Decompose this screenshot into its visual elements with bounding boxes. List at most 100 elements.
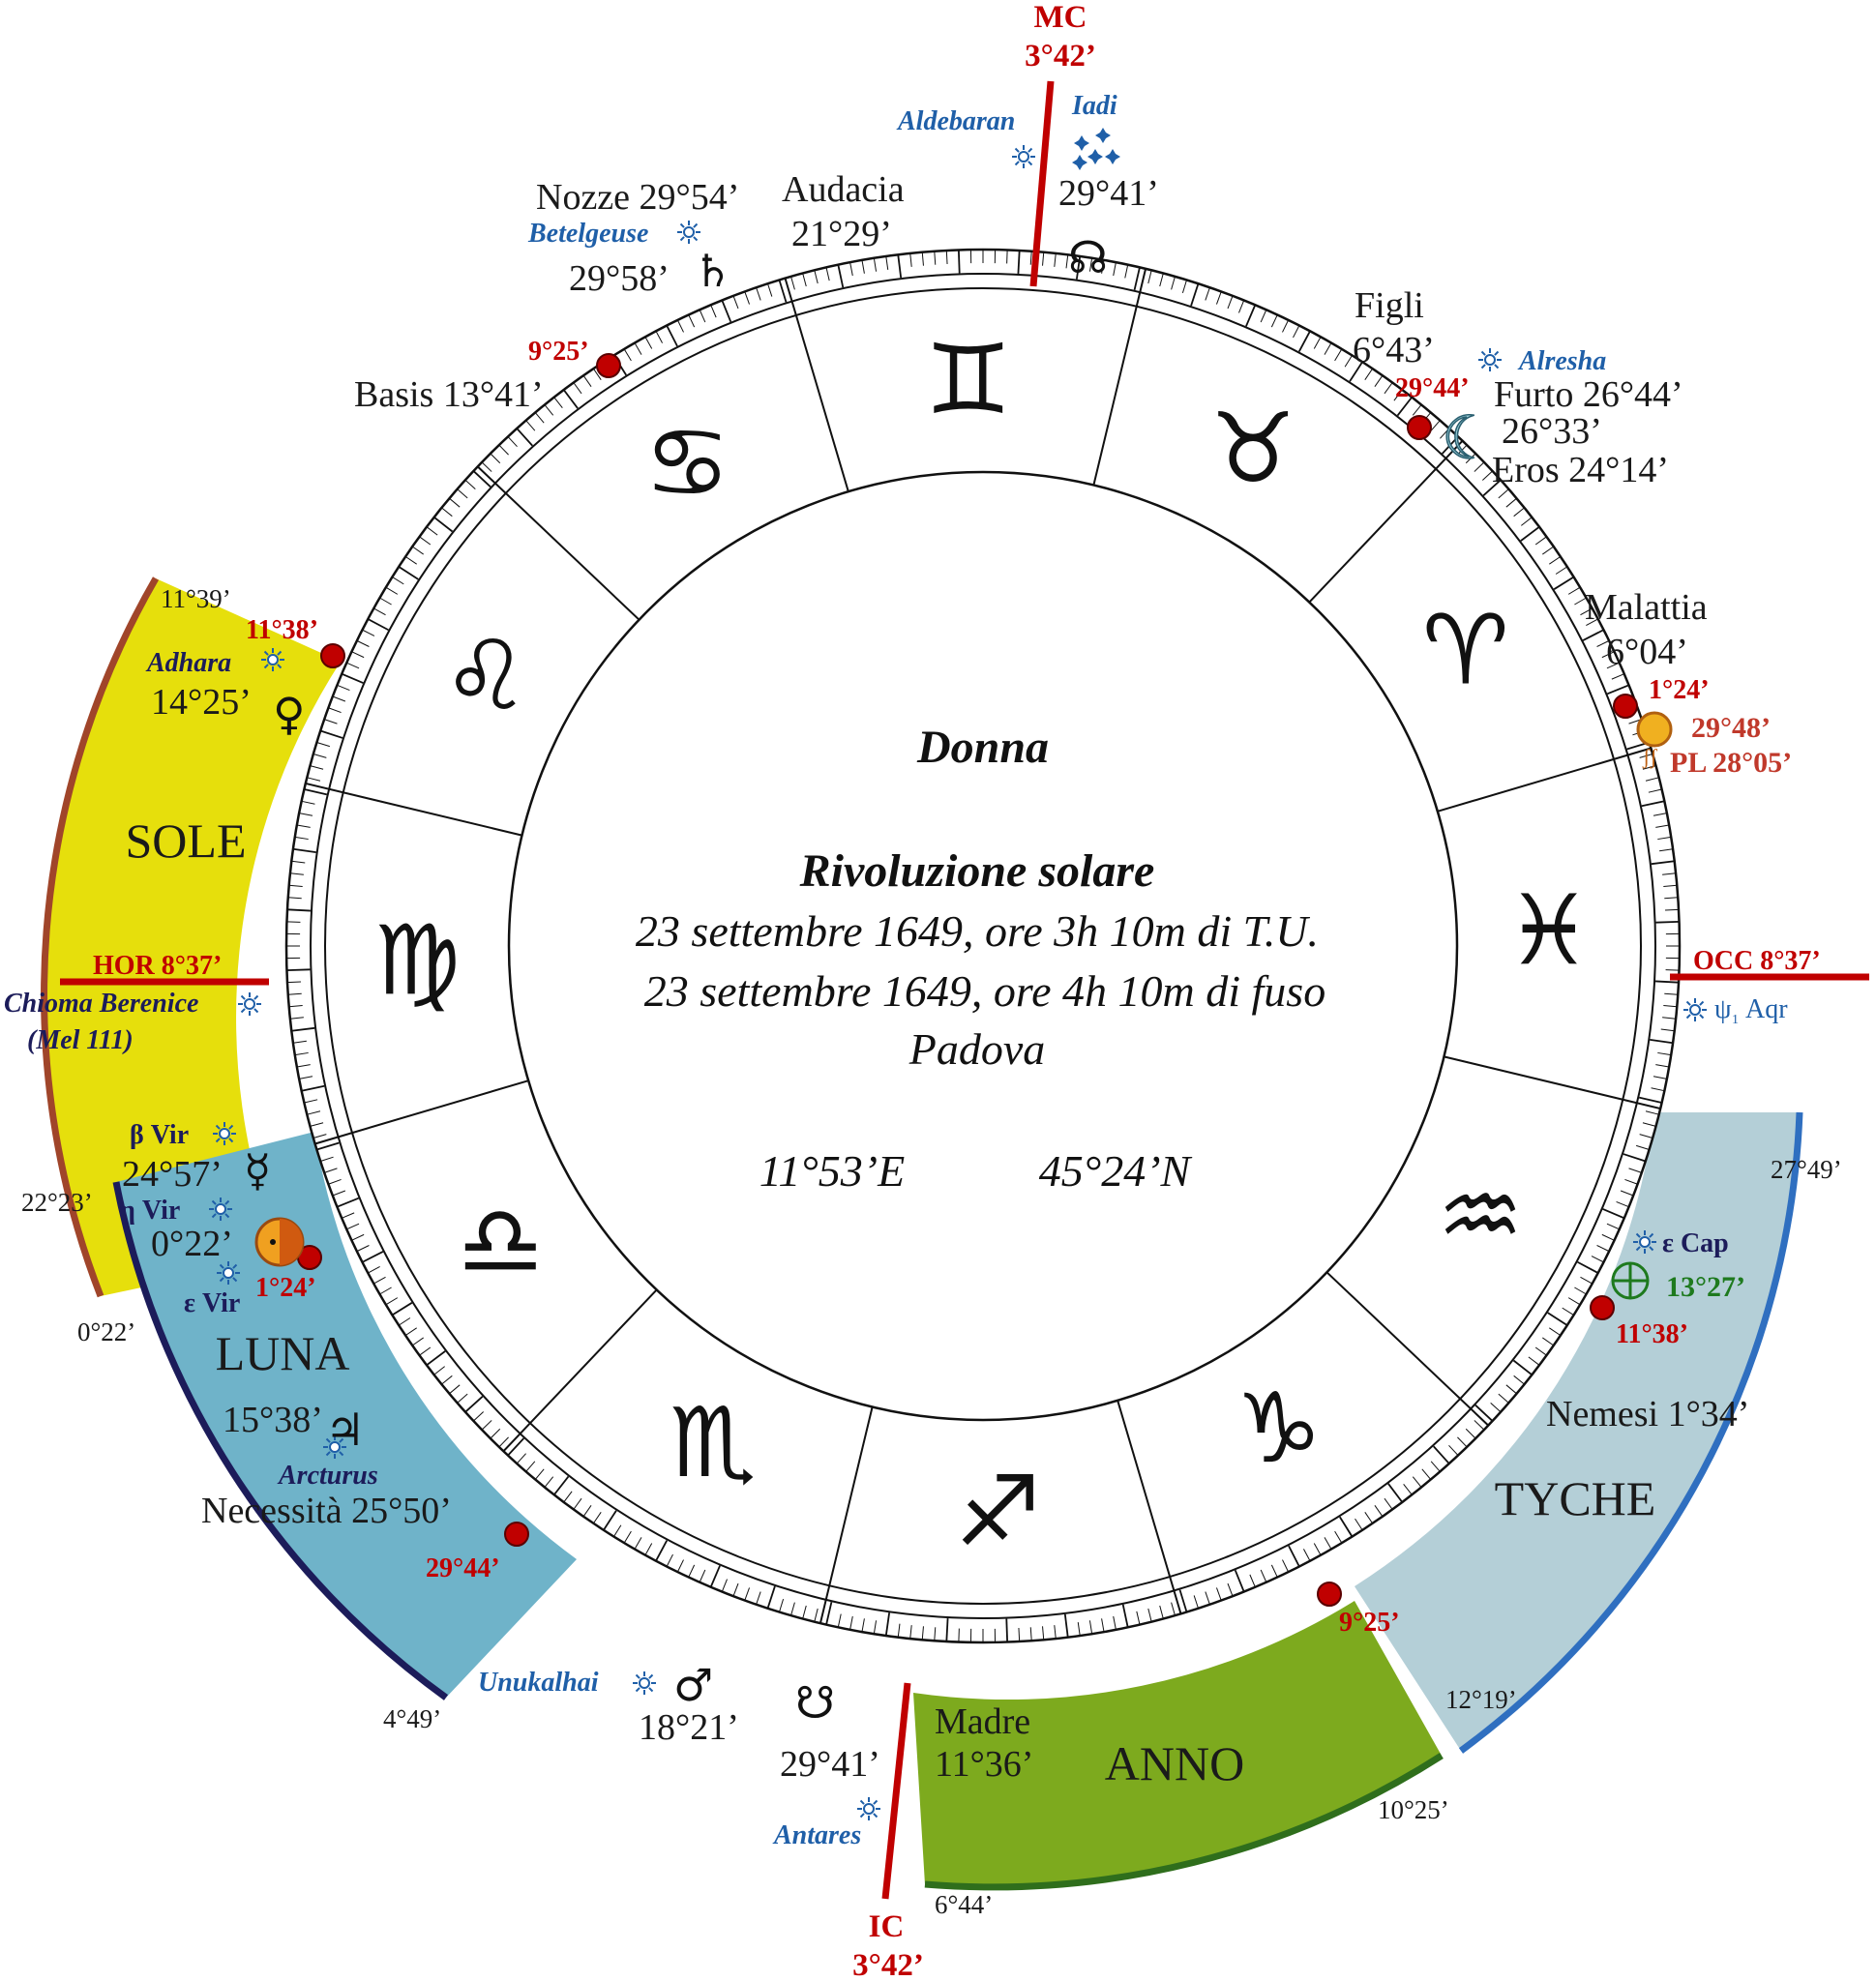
sign-line — [1092, 268, 1147, 486]
star-chioma: Chioma Berenice — [4, 989, 198, 1019]
degree-tick — [1606, 662, 1620, 669]
degree-tick — [1324, 342, 1332, 355]
degree-tick — [1591, 1256, 1604, 1263]
degree-tick — [307, 1110, 321, 1115]
degree-tick — [544, 404, 554, 416]
degree-tick — [1147, 1608, 1152, 1622]
degree-tick — [945, 250, 948, 264]
latitude: 45°24’N — [1039, 1146, 1193, 1196]
anno-house-sector — [913, 1601, 1442, 1887]
anno-arc-line — [924, 1753, 1444, 1891]
degree-tick — [490, 453, 501, 464]
sign-line — [1117, 1400, 1182, 1614]
tyche-house-sector — [1355, 1112, 1800, 1751]
degree-tick — [1364, 368, 1374, 380]
degree-tick — [655, 331, 663, 343]
degree-tick — [385, 1297, 399, 1306]
degree-tick — [1159, 1605, 1164, 1619]
degree-tick — [411, 1337, 424, 1346]
moon-degree: 26°33’ — [1502, 411, 1602, 452]
sign-line — [305, 782, 522, 837]
house-luna: LUNA — [216, 1326, 350, 1380]
degree-tick — [1029, 1627, 1032, 1641]
degree-tick — [1662, 1017, 1677, 1020]
degree-tick — [909, 252, 912, 267]
degree-tick — [1136, 1611, 1141, 1625]
degree-tick — [1457, 1436, 1468, 1448]
degree-tick — [1651, 1087, 1665, 1092]
degree-tick — [573, 1497, 582, 1510]
degree-tick — [288, 884, 303, 887]
degree-tick — [286, 968, 311, 972]
degree-tick — [1113, 262, 1117, 277]
degree-tick — [1260, 310, 1267, 323]
degree-tick — [1654, 980, 1680, 984]
degree-tick — [1355, 1518, 1363, 1531]
degree-tick — [1481, 470, 1493, 481]
degree-tick — [426, 526, 438, 536]
degree-tick — [1655, 920, 1680, 924]
degree-tick — [1623, 1153, 1647, 1163]
degree-tick — [1574, 597, 1587, 606]
degree-tick — [1205, 287, 1210, 301]
degree-tick — [1384, 1497, 1393, 1510]
degree-tick — [1645, 1110, 1659, 1115]
degree-tick — [441, 1375, 453, 1385]
iadi-star-icon — [1072, 155, 1087, 170]
degree-tick — [286, 981, 301, 984]
degree-tick — [292, 847, 316, 854]
degree-tick — [1624, 1178, 1638, 1185]
degree-tick — [1159, 273, 1164, 287]
south-node-degree: 29°41’ — [780, 1744, 880, 1785]
degree-tick — [861, 259, 865, 274]
degree-tick — [1655, 824, 1670, 828]
degree-tick — [319, 729, 343, 739]
star-icon — [1633, 1230, 1656, 1254]
tyche-bottom-degree: 12°19’ — [1445, 1685, 1517, 1714]
degree-tick — [1662, 872, 1677, 875]
degree-tick — [385, 586, 399, 595]
degree-tick — [1171, 1602, 1176, 1616]
luna-bottom-degree: 4°49’ — [383, 1704, 441, 1733]
star-psi-aqr: ψ — [1714, 994, 1732, 1024]
north-node-icon: ☊ — [1068, 231, 1108, 283]
cusp-degree-8: 9°25’ — [1339, 1608, 1400, 1638]
sign-line — [1325, 1271, 1489, 1427]
degree-tick — [1324, 1537, 1332, 1550]
sign-line — [784, 278, 849, 492]
virgo-icon: ♍ — [373, 903, 461, 1017]
ic-axis — [881, 1682, 911, 1900]
degree-tick — [1249, 1574, 1256, 1587]
degree-tick — [563, 1491, 573, 1503]
degree-tick — [1574, 1286, 1587, 1295]
star-adhara: Adhara — [145, 648, 231, 678]
degree-tick — [721, 1579, 728, 1592]
degree-tick — [1042, 251, 1045, 266]
degree-tick — [310, 765, 324, 770]
degree-tick — [921, 1626, 924, 1641]
degree-tick — [849, 262, 853, 277]
iadi-star-icon — [1087, 149, 1103, 164]
degree-tick — [1580, 607, 1593, 616]
star-alresha: Alresha — [1517, 346, 1606, 376]
saturn-icon: ♄ — [693, 245, 732, 297]
longitude: 11°53’E — [759, 1146, 905, 1196]
zodiac-ring — [324, 287, 1642, 1605]
pluto-degree: PL 28°05’ — [1670, 747, 1792, 779]
hor-label: HOR 8°37’ — [93, 951, 222, 981]
tyche-arc-line — [1458, 1111, 1803, 1754]
degree-tick — [676, 319, 684, 333]
degree-tick — [666, 1553, 673, 1567]
iadi-star-icon — [1074, 135, 1089, 151]
degree-tick — [1190, 282, 1200, 307]
degree-tick — [623, 348, 632, 362]
subject-name: Donna — [916, 722, 1049, 773]
degree-tick — [1215, 291, 1222, 305]
house-anno: ANNO — [1105, 1736, 1244, 1790]
degree-tick — [464, 1396, 484, 1413]
sun-return-degree: 0°22’ — [151, 1224, 233, 1264]
degree-tick — [1596, 1245, 1610, 1253]
degree-tick — [1611, 673, 1624, 680]
degree-tick — [301, 1084, 325, 1092]
degree-tick — [1534, 536, 1547, 546]
